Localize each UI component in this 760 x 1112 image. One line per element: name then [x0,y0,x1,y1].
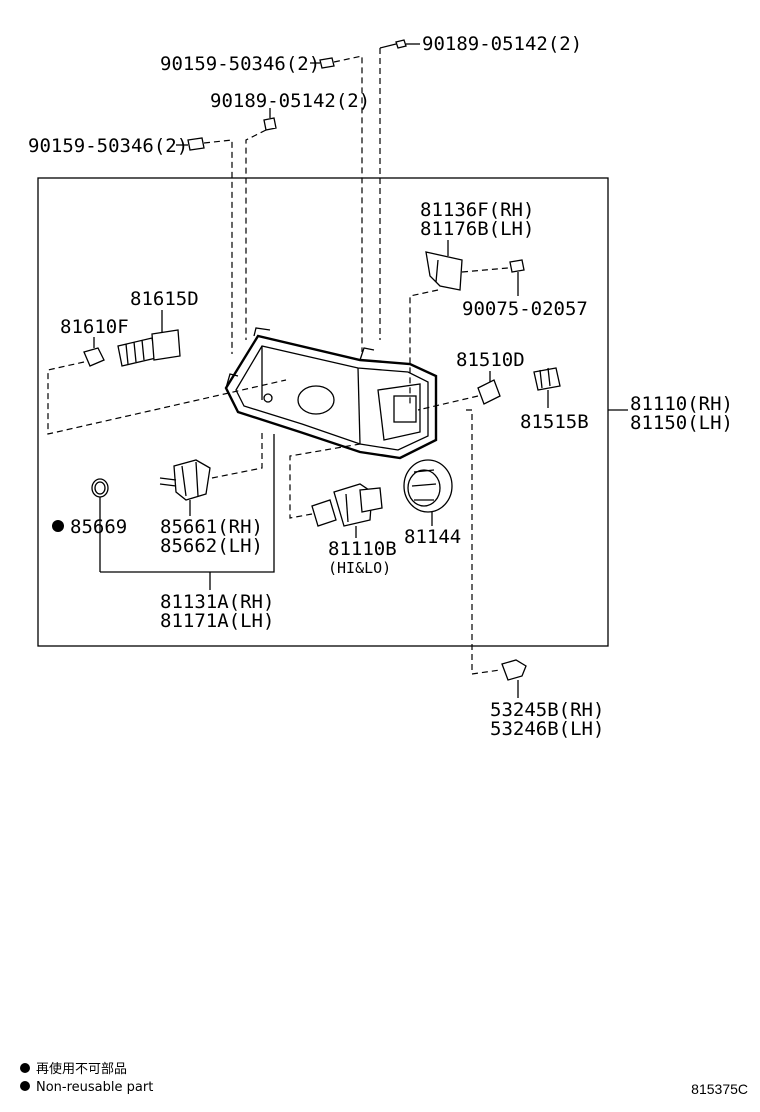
label-90159-50346-top: 90159-50346(2) [160,53,320,75]
label-81171a-lh: 81171A(LH) [160,610,274,632]
label-81515b: 81515B [520,411,589,433]
label-53245b-rh: 53245B(RH) [490,699,604,721]
label-81110b: 81110B [328,538,397,560]
legend-non-reusable-jp: 再使用不可部品 [36,1061,127,1077]
legend-marker-icon-jp [20,1063,30,1073]
socket-81515b [533,367,561,391]
figure-code: 815375C [691,1081,748,1097]
headlamp-housing [224,327,438,460]
cover-81144 [403,459,453,513]
label-85662-lh: 85662(LH) [160,535,263,557]
label-81144: 81144 [404,526,461,548]
bracket-81136f [425,251,463,291]
label-81150-lh: 81150(LH) [630,412,733,434]
label-53246b-lh: 53246B(LH) [490,718,604,740]
non-reusable-marker-icon [52,520,64,532]
bulb-81510d [477,379,501,405]
label-85669: 85669 [70,516,127,538]
screw-90159-top [310,57,335,69]
screw-90159-left [176,137,205,151]
screw-90075 [509,259,525,273]
guide-90159-left [203,139,233,354]
label-90189-05142-top: 90189-05142(2) [422,33,582,55]
label-81131a-rh: 81131A(RH) [160,591,274,613]
label-81615d: 81615D [130,288,199,310]
label-90189-05142-mid: 90189-05142(2) [210,90,370,112]
nut-90189-mid [263,108,277,131]
legend-non-reusable-en: Non-reusable part [36,1080,153,1095]
label-90075-02057: 90075-02057 [462,298,588,320]
clip-53245b [501,659,527,681]
bulb-81615d [117,329,181,367]
label-90159-50346-left: 90159-50346(2) [28,135,188,157]
label-81136f-rh: 81136F(RH) [420,199,534,221]
leader-81131a [100,434,275,573]
screw-90189-top [395,39,420,49]
bulb-81110b [311,483,383,527]
label-81176b-lh: 81176B(LH) [420,218,534,240]
label-81110-rh: 81110(RH) [630,393,733,415]
label-hi-lo: (HI&LO) [328,559,391,577]
legend-marker-icon-en [20,1081,30,1091]
assembly-frame [37,177,609,647]
bulb-81610f [83,347,105,367]
actuator-85661 [159,459,211,501]
label-81510d: 81510D [456,349,525,371]
guide-90159-top [333,55,363,352]
label-85661-rh: 85661(RH) [160,516,263,538]
label-81610f: 81610F [60,316,129,338]
guide-90189-mid [245,129,267,340]
